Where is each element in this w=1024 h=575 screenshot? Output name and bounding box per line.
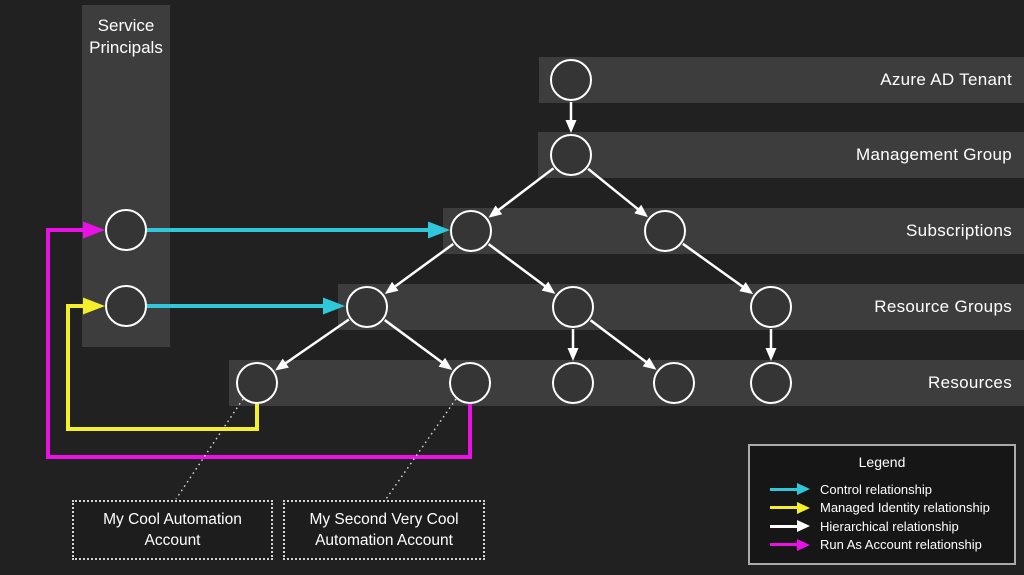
- edge-arrowhead-resource-group-3-resource-5: [765, 348, 777, 361]
- annotation-box-my-second-very-cool-automation-account: My Second Very Cool Automation Account: [283, 500, 485, 560]
- run-as-1-arrowhead: [83, 221, 105, 239]
- edge-arrowhead-mgmt-group-subscription-1: [488, 205, 503, 218]
- node-resource-1: [236, 362, 278, 404]
- edge-subscription-1-resource-group-2: [487, 243, 548, 289]
- annotation-box-2-line2: Automation Account: [315, 532, 453, 549]
- dotted-connector-2: [385, 398, 457, 500]
- dotted-connector-1: [175, 398, 244, 500]
- edge-resource-group-2-resource-4: [589, 319, 649, 365]
- node-tenant: [550, 59, 592, 101]
- edge-subscription-2-resource-group-3: [682, 242, 745, 289]
- legend-item-run-as: Run As Account relationship: [770, 536, 1014, 554]
- node-resource-4: [653, 362, 695, 404]
- run-as-1-arrow: [46, 228, 472, 459]
- edge-resource-group-1-resource-1: [283, 318, 350, 366]
- legend-label-managed-identity: Managed Identity relationship: [820, 500, 990, 515]
- legend-label-control: Control relationship: [820, 481, 933, 497]
- node-service-principal-1: [105, 209, 147, 251]
- legend: Legend Control relationship Managed Iden…: [748, 444, 1016, 565]
- edge-arrowhead-subscription-1-resource-group-2: [541, 281, 556, 294]
- row-label-resource-groups: Resource Groups: [874, 297, 1012, 316]
- annotation-box-1-line1: My Cool Automation: [103, 511, 242, 528]
- row-label-azure-ad-tenant: Azure AD Tenant: [880, 70, 1012, 89]
- edge-arrowhead-subscription-2-resource-group-3: [739, 282, 754, 295]
- legend-item-managed-identity: Managed Identity relationship: [770, 499, 1014, 517]
- node-subscription-2: [644, 210, 686, 252]
- service-principals-label-line2: Principals: [89, 38, 163, 57]
- edge-arrowhead-resource-group-1-resource-1: [275, 358, 289, 371]
- edge-arrowhead-resource-group-1-resource-2: [438, 357, 453, 370]
- managed-identity-1-arrow: [66, 304, 259, 431]
- node-mgmt-group: [550, 134, 592, 176]
- node-subscription-1: [450, 210, 492, 252]
- row-band-resource-groups: Resource Groups: [338, 284, 1024, 330]
- managed-identity-1-arrowhead: [83, 297, 105, 315]
- annotation-box-2-line1: My Second Very Cool: [309, 511, 459, 528]
- node-resource-2: [449, 362, 491, 404]
- control-2-arrowhead: [323, 297, 345, 315]
- edge-arrowhead-resource-group-2-resource-4: [642, 357, 657, 370]
- edge-arrowhead-mgmt-group-subscription-2: [634, 204, 648, 218]
- row-band-azure-ad-tenant: Azure AD Tenant: [539, 57, 1024, 103]
- node-resource-5: [750, 362, 792, 404]
- hierarchical-arrow-icon: [770, 520, 810, 532]
- annotation-box-my-cool-automation-account: My Cool Automation Account: [72, 500, 273, 560]
- legend-label-hierarchical: Hierarchical relationship: [820, 518, 959, 534]
- row-band-subscriptions: Subscriptions: [443, 208, 1024, 254]
- managed-identity-arrow-icon: [770, 501, 810, 514]
- edge-arrowhead-tenant-mgmt-group: [565, 120, 577, 133]
- node-resource-3: [552, 362, 594, 404]
- legend-item-hierarchical: Hierarchical relationship: [770, 517, 1014, 535]
- node-service-principal-2: [105, 285, 147, 327]
- control-1-arrowhead: [428, 221, 450, 239]
- edge-subscription-1-resource-group-1: [392, 242, 454, 289]
- run-as-arrow-icon: [770, 538, 810, 551]
- node-resource-group-2: [552, 286, 594, 328]
- row-label-subscriptions: Subscriptions: [906, 221, 1012, 240]
- legend-title: Legend: [858, 454, 906, 470]
- edge-arrowhead-resource-group-2-resource-3: [567, 348, 579, 361]
- node-resource-group-1: [346, 286, 388, 328]
- node-resource-group-3: [750, 286, 792, 328]
- edge-mgmt-group-subscription-1: [496, 167, 555, 213]
- edge-arrowhead-subscription-1-resource-group-1: [384, 281, 399, 295]
- row-band-resources: Resources: [229, 360, 1024, 406]
- row-band-management-group: Management Group: [538, 132, 1024, 178]
- edge-resource-group-1-resource-2: [383, 319, 445, 365]
- control-arrow-icon: [770, 483, 810, 495]
- row-label-resources: Resources: [928, 373, 1012, 392]
- service-principals-label-line1: Service: [97, 16, 155, 35]
- legend-label-run-as: Run As Account relationship: [820, 537, 982, 552]
- annotation-box-1-line2: Account: [144, 532, 201, 549]
- row-label-management-group: Management Group: [856, 145, 1012, 164]
- legend-item-control: Control relationship: [770, 480, 1014, 498]
- edge-mgmt-group-subscription-2: [587, 167, 641, 212]
